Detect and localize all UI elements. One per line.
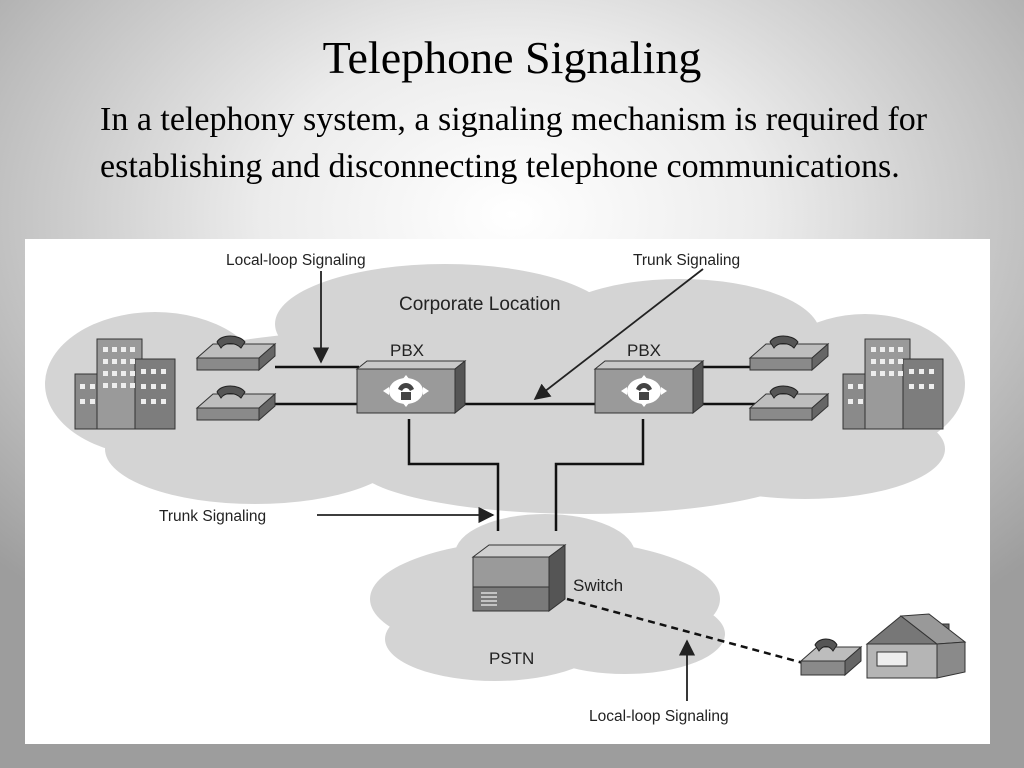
house-icon bbox=[865, 613, 967, 679]
telephone-signaling-diagram: Local-loop Signaling Trunk Signaling Cor… bbox=[25, 239, 990, 744]
local-loop-signaling-label-top: Local-loop Signaling bbox=[226, 252, 366, 269]
pstn-label: PSTN bbox=[489, 649, 534, 668]
telephone-icon bbox=[195, 335, 277, 372]
switch-icon bbox=[471, 544, 567, 612]
slide-title: Telephone Signaling bbox=[322, 32, 702, 83]
switch-label: Switch bbox=[573, 576, 623, 595]
telephone-icon bbox=[195, 385, 277, 422]
slide-body-text: In a telephony system, a signaling mecha… bbox=[100, 101, 928, 185]
telephone-icon bbox=[799, 638, 863, 677]
telephone-icon bbox=[748, 335, 830, 372]
building-icon bbox=[842, 338, 944, 430]
trunk-signaling-label-left: Trunk Signaling bbox=[159, 508, 266, 525]
corporate-location-label: Corporate Location bbox=[399, 294, 561, 315]
pbx-label-left: PBX bbox=[390, 341, 424, 360]
local-loop-dashed-line bbox=[566, 597, 808, 666]
connection-lines bbox=[275, 365, 763, 531]
telephone-icon bbox=[748, 385, 830, 422]
pbx-label-right: PBX bbox=[627, 341, 661, 360]
pbx-icon bbox=[355, 359, 467, 415]
pbx-icon bbox=[593, 359, 705, 415]
local-loop-signaling-label-bottom: Local-loop Signaling bbox=[589, 708, 729, 725]
building-icon bbox=[74, 338, 176, 430]
trunk-signaling-label-top: Trunk Signaling bbox=[633, 252, 740, 269]
trunk-top-arrow bbox=[533, 268, 704, 400]
